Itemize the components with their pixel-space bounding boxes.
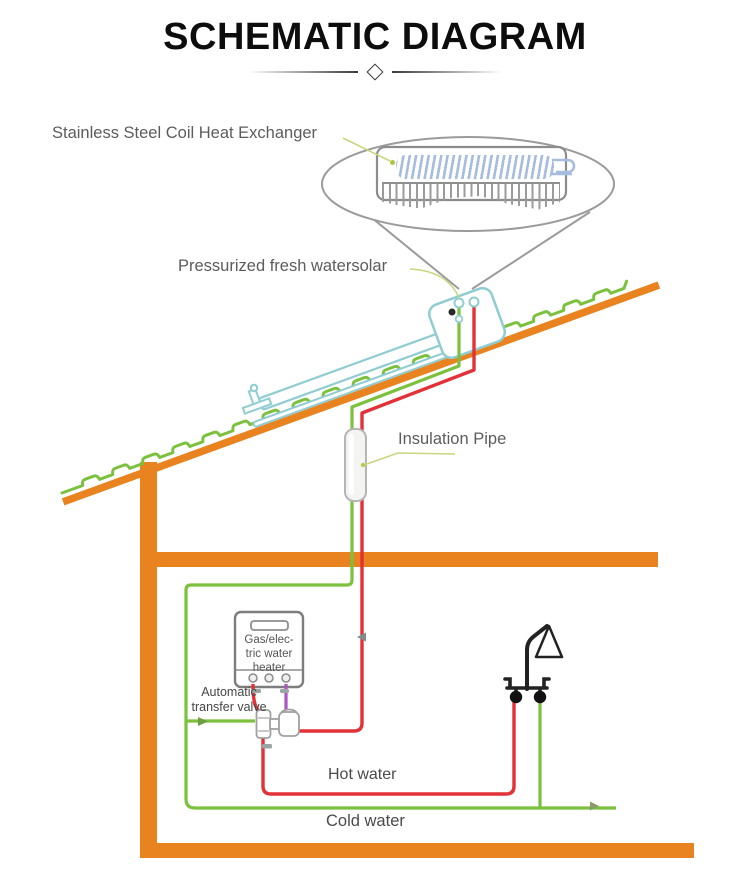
label-water-heater: Gas/elec- tric water heater [237, 633, 301, 675]
marker-cold-into-valve [198, 717, 208, 726]
heater-port-3 [281, 673, 291, 683]
valve-spool-right [278, 711, 300, 737]
magnifier-cone-left-line [371, 217, 460, 290]
heater-port-2 [264, 673, 274, 683]
coil-outlet-stub [552, 158, 576, 174]
marker-hot-down [357, 632, 366, 642]
label-transfer-valve: Automatic transfer valve [182, 685, 276, 715]
foot-base-plate [241, 397, 273, 415]
shower-hot-handle [509, 690, 523, 704]
foot-knob [249, 383, 259, 393]
shower-fixture [503, 624, 564, 704]
heater-port-1 [248, 673, 258, 683]
insulation-pipe-body [344, 428, 367, 502]
water-heater-unit [233, 610, 305, 716]
hot-water-solar-pipe [298, 304, 476, 733]
callout-lines [342, 137, 460, 466]
cold-water-main-pipe [184, 305, 616, 810]
valve-notches [258, 717, 269, 732]
shower-mixer-bar [503, 677, 551, 698]
divider-left-line [248, 71, 358, 73]
shower-head [534, 624, 564, 659]
heater-ports [248, 673, 291, 683]
marker-valve-out [262, 744, 272, 749]
stainless-coil-graphic [396, 155, 554, 179]
piping [184, 304, 616, 810]
flow-markers [198, 632, 599, 811]
label-transfer-valve-line1: Automatic [201, 685, 257, 699]
ceiling-beam [140, 552, 658, 567]
coil-callout-dot [390, 160, 395, 165]
label-hot-water: Hot water [328, 766, 397, 783]
insulation-highlight [349, 434, 354, 495]
label-insulation-pipe: Insulation Pipe [398, 430, 507, 448]
tank-port-hot [468, 296, 480, 308]
callout-insulation-dot [360, 462, 366, 468]
heater-display-slot [250, 620, 289, 631]
label-water-heater-line3: heater [252, 662, 286, 674]
divider-right-line [392, 71, 502, 73]
shower-cold-handle [533, 690, 547, 704]
hot-water-supply-pipe [261, 702, 516, 796]
collector-foot-bracket [241, 383, 273, 415]
label-water-heater-line2: tric water [245, 648, 293, 660]
callout-heat-exchanger [342, 137, 391, 162]
tank-sensor-dot [448, 308, 456, 316]
title-divider [0, 63, 750, 81]
divider-diamond-icon [366, 63, 384, 81]
label-cold-water: Cold water [326, 812, 405, 830]
marker-cold-end [590, 801, 599, 811]
left-wall [140, 462, 157, 856]
tank-port-cold [453, 297, 465, 309]
page-title: SCHEMATIC DIAGRAM [163, 16, 587, 58]
callout-insulation [363, 452, 456, 466]
pressurized-tank [427, 286, 507, 360]
magnifier-cone-right-line [471, 211, 591, 290]
transfer-valve-body [255, 708, 300, 739]
roof-line [61, 281, 661, 506]
marker-heater-left [251, 689, 261, 693]
label-heat-exchanger: Stainless Steel Coil Heat Exchanger [52, 124, 318, 142]
marker-heater-mid [280, 689, 289, 693]
solar-collector [241, 286, 507, 428]
shower-riser-pipe [525, 624, 549, 691]
floor-beam [140, 843, 694, 858]
label-solar-tank: Pressurized fresh watersolar [178, 257, 388, 275]
label-water-heater-line1: Gas/elec- [244, 634, 294, 646]
house-structure [60, 279, 694, 858]
label-transfer-valve-line2: transfer valve [191, 700, 267, 714]
tank-pipe-connector [454, 314, 464, 324]
callout-solar-tank [409, 268, 460, 299]
